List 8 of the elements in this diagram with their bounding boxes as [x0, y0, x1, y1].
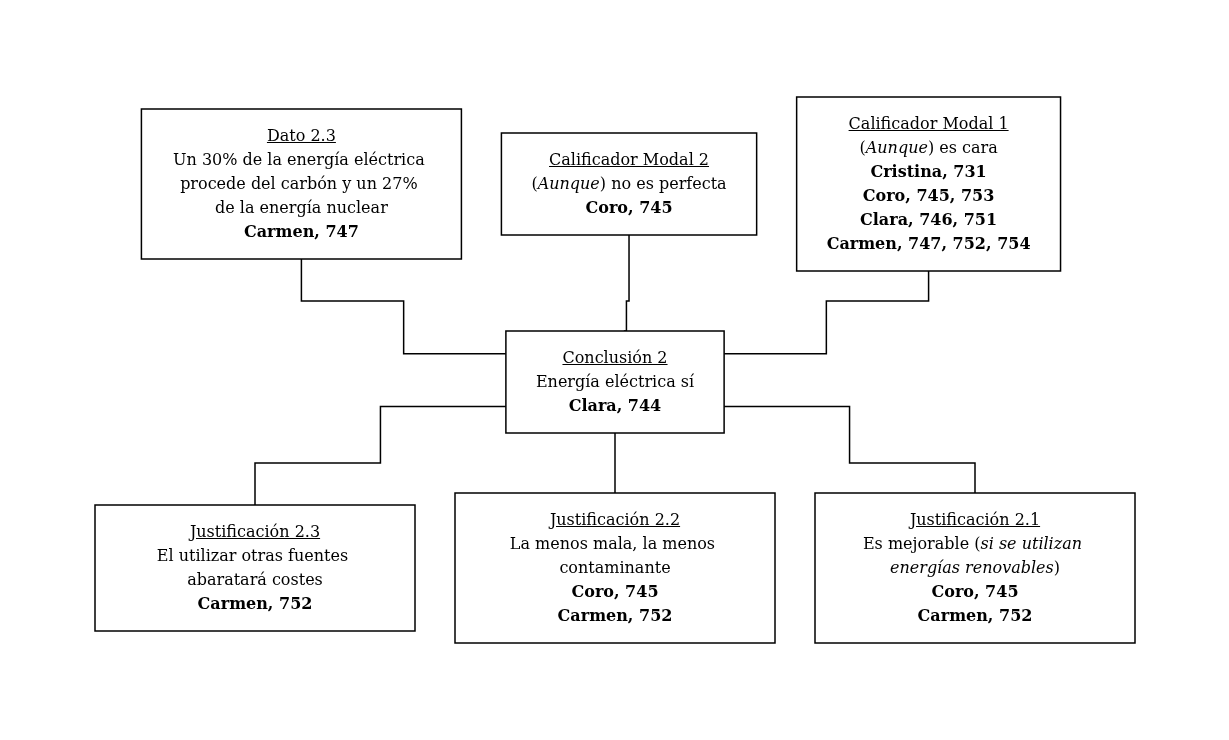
node-box: Dato 2.3 Un 30% de la energía eléctrica procede del carbón y un 27% de la energía nuclear Carmen, 747	[140, 108, 462, 260]
node-box: Calificador Modal 1 (Aunque) es cara Cristina, 731 Coro, 745, 753 Clara, 746, 751 Carmen, 747, 752, 754	[795, 96, 1061, 272]
node-box: Calificador Modal 2 (Aunque) no es perfecta Coro, 745	[500, 132, 757, 236]
node-box: Justificación 2.3 El utilizar otras fuentes abaratará costes Carmen, 752	[93, 504, 416, 632]
node-box: Justificación 2.2 La menos mala, la menos contaminante Coro, 745 Carmen, 752	[453, 492, 776, 644]
node-box: Justificación 2.1 Es mejorable (si se utilizan energías renovables) Coro, 745 Carmen, 752	[813, 492, 1136, 644]
node-box: Conclusión 2 Energía eléctrica sí Clara, 744	[504, 330, 725, 434]
connector	[613, 432, 616, 494]
